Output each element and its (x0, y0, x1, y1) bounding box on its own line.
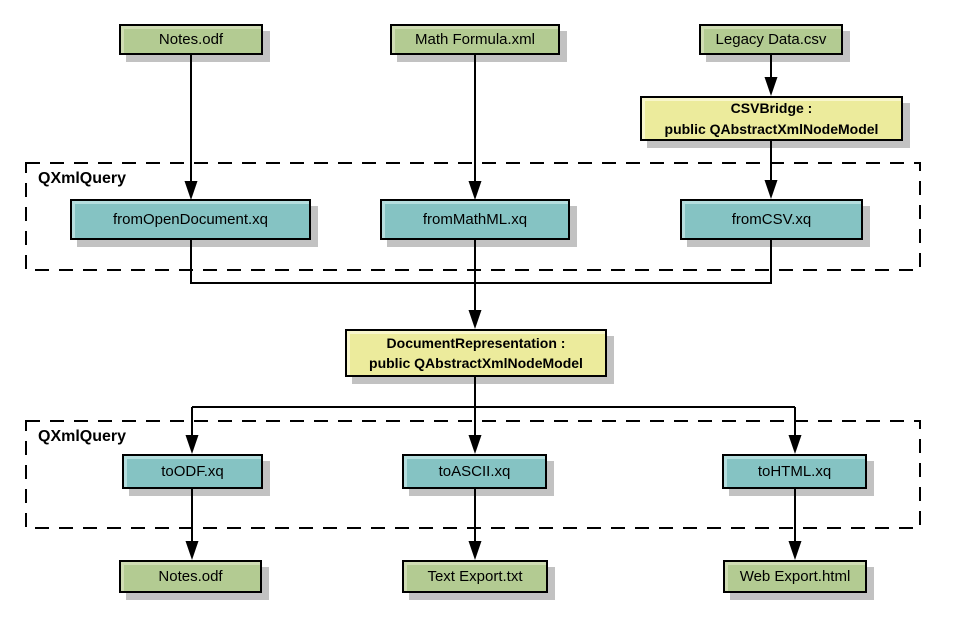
arrowhead-legacydata-to-csvbridge (764, 77, 778, 96)
document-representation-base-class: public QAbstractXmlNodeModel (369, 355, 583, 371)
arrowhead-split-to-tohtml (788, 435, 802, 454)
output-file-notes-odf: Notes.odf (119, 560, 262, 593)
source-file-notes-odf: Notes.odf (119, 24, 263, 55)
document-representation-node: DocumentRepresentation : public QAbstrac… (345, 329, 607, 377)
csv-bridge-class-name: CSVBridge : (730, 100, 813, 117)
arrowhead-toodf-to-notes (185, 541, 199, 560)
source-file-legacy-data-csv: Legacy Data.csv (699, 24, 843, 55)
query-to-html: toHTML.xq (722, 454, 867, 489)
output-file-web-export-html: Web Export.html (723, 560, 867, 593)
query-from-opendocument: fromOpenDocument.xq (70, 199, 311, 240)
arrowhead-merge-to-documentrepresentation (468, 310, 482, 329)
query-from-csv: fromCSV.xq (680, 199, 863, 240)
arrowhead-toascii-to-textexport (468, 541, 482, 560)
query-to-odf: toODF.xq (122, 454, 263, 489)
arrowhead-csvbridge-to-fromcsv (764, 180, 778, 199)
query-to-ascii: toASCII.xq (402, 454, 547, 489)
qxmlquery-top-label: QXmlQuery (38, 170, 127, 187)
query-from-mathml: fromMathML.xq (380, 199, 570, 240)
arrowhead-tohtml-to-webexport (788, 541, 802, 560)
arrowhead-split-to-toodf (185, 435, 199, 454)
csv-bridge-base-class: public QAbstractXmlNodeModel (664, 120, 879, 137)
arrowhead-split-to-toascii (468, 435, 482, 454)
arrowhead-mathformula-to-frommathml (468, 181, 482, 200)
qxmlquery-bottom-label: QXmlQuery (38, 428, 127, 445)
source-file-math-formula-xml: Math Formula.xml (390, 24, 560, 55)
arrowhead-notes-to-fromopendocument (184, 181, 198, 200)
document-representation-class-name: DocumentRepresentation : (386, 334, 566, 351)
output-file-text-export-txt: Text Export.txt (402, 560, 548, 593)
csv-bridge-node: CSVBridge : public QAbstractXmlNodeModel (640, 96, 903, 141)
